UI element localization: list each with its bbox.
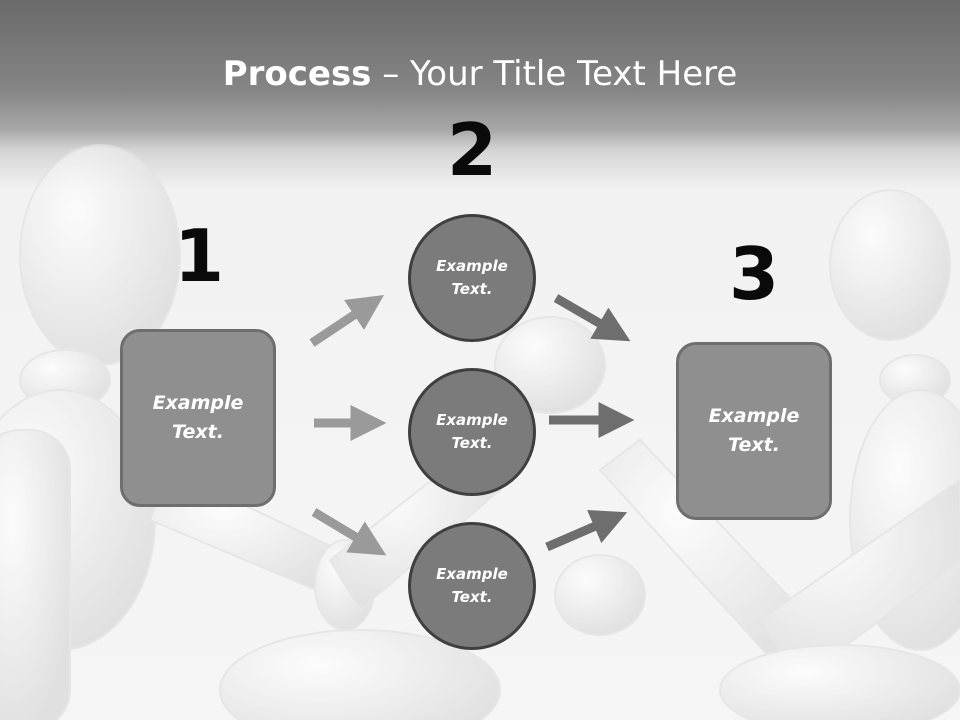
step-3-box: Example Text. <box>676 342 832 520</box>
step-1-box: Example Text. <box>120 329 276 507</box>
arrow-to-circle-3 <box>311 508 387 556</box>
step-number-3: 3 <box>728 232 780 316</box>
circle-3-label: Example Text. <box>436 565 508 606</box>
title-rest: – Your Title Text Here <box>371 54 738 94</box>
circle-1-label: Example Text. <box>436 257 508 298</box>
step-number-1: 1 <box>173 214 225 298</box>
arrow-from-circle-3 <box>545 510 628 552</box>
step-2-circle-2: Example Text. <box>408 368 536 496</box>
slide-title: Process – Your Title Text Here <box>0 52 960 96</box>
arrow-to-circle-1 <box>309 295 384 347</box>
arrow-from-circle-1 <box>553 294 631 342</box>
step-3-box-label: Example Text. <box>708 405 800 456</box>
step-number-2: 2 <box>446 108 498 192</box>
step-1-box-label: Example Text. <box>152 392 244 443</box>
circle-2-label: Example Text. <box>436 411 508 452</box>
title-bold-part: Process <box>222 54 372 94</box>
step-2-circle-1: Example Text. <box>408 214 536 342</box>
step-2-circle-3: Example Text. <box>408 522 536 650</box>
